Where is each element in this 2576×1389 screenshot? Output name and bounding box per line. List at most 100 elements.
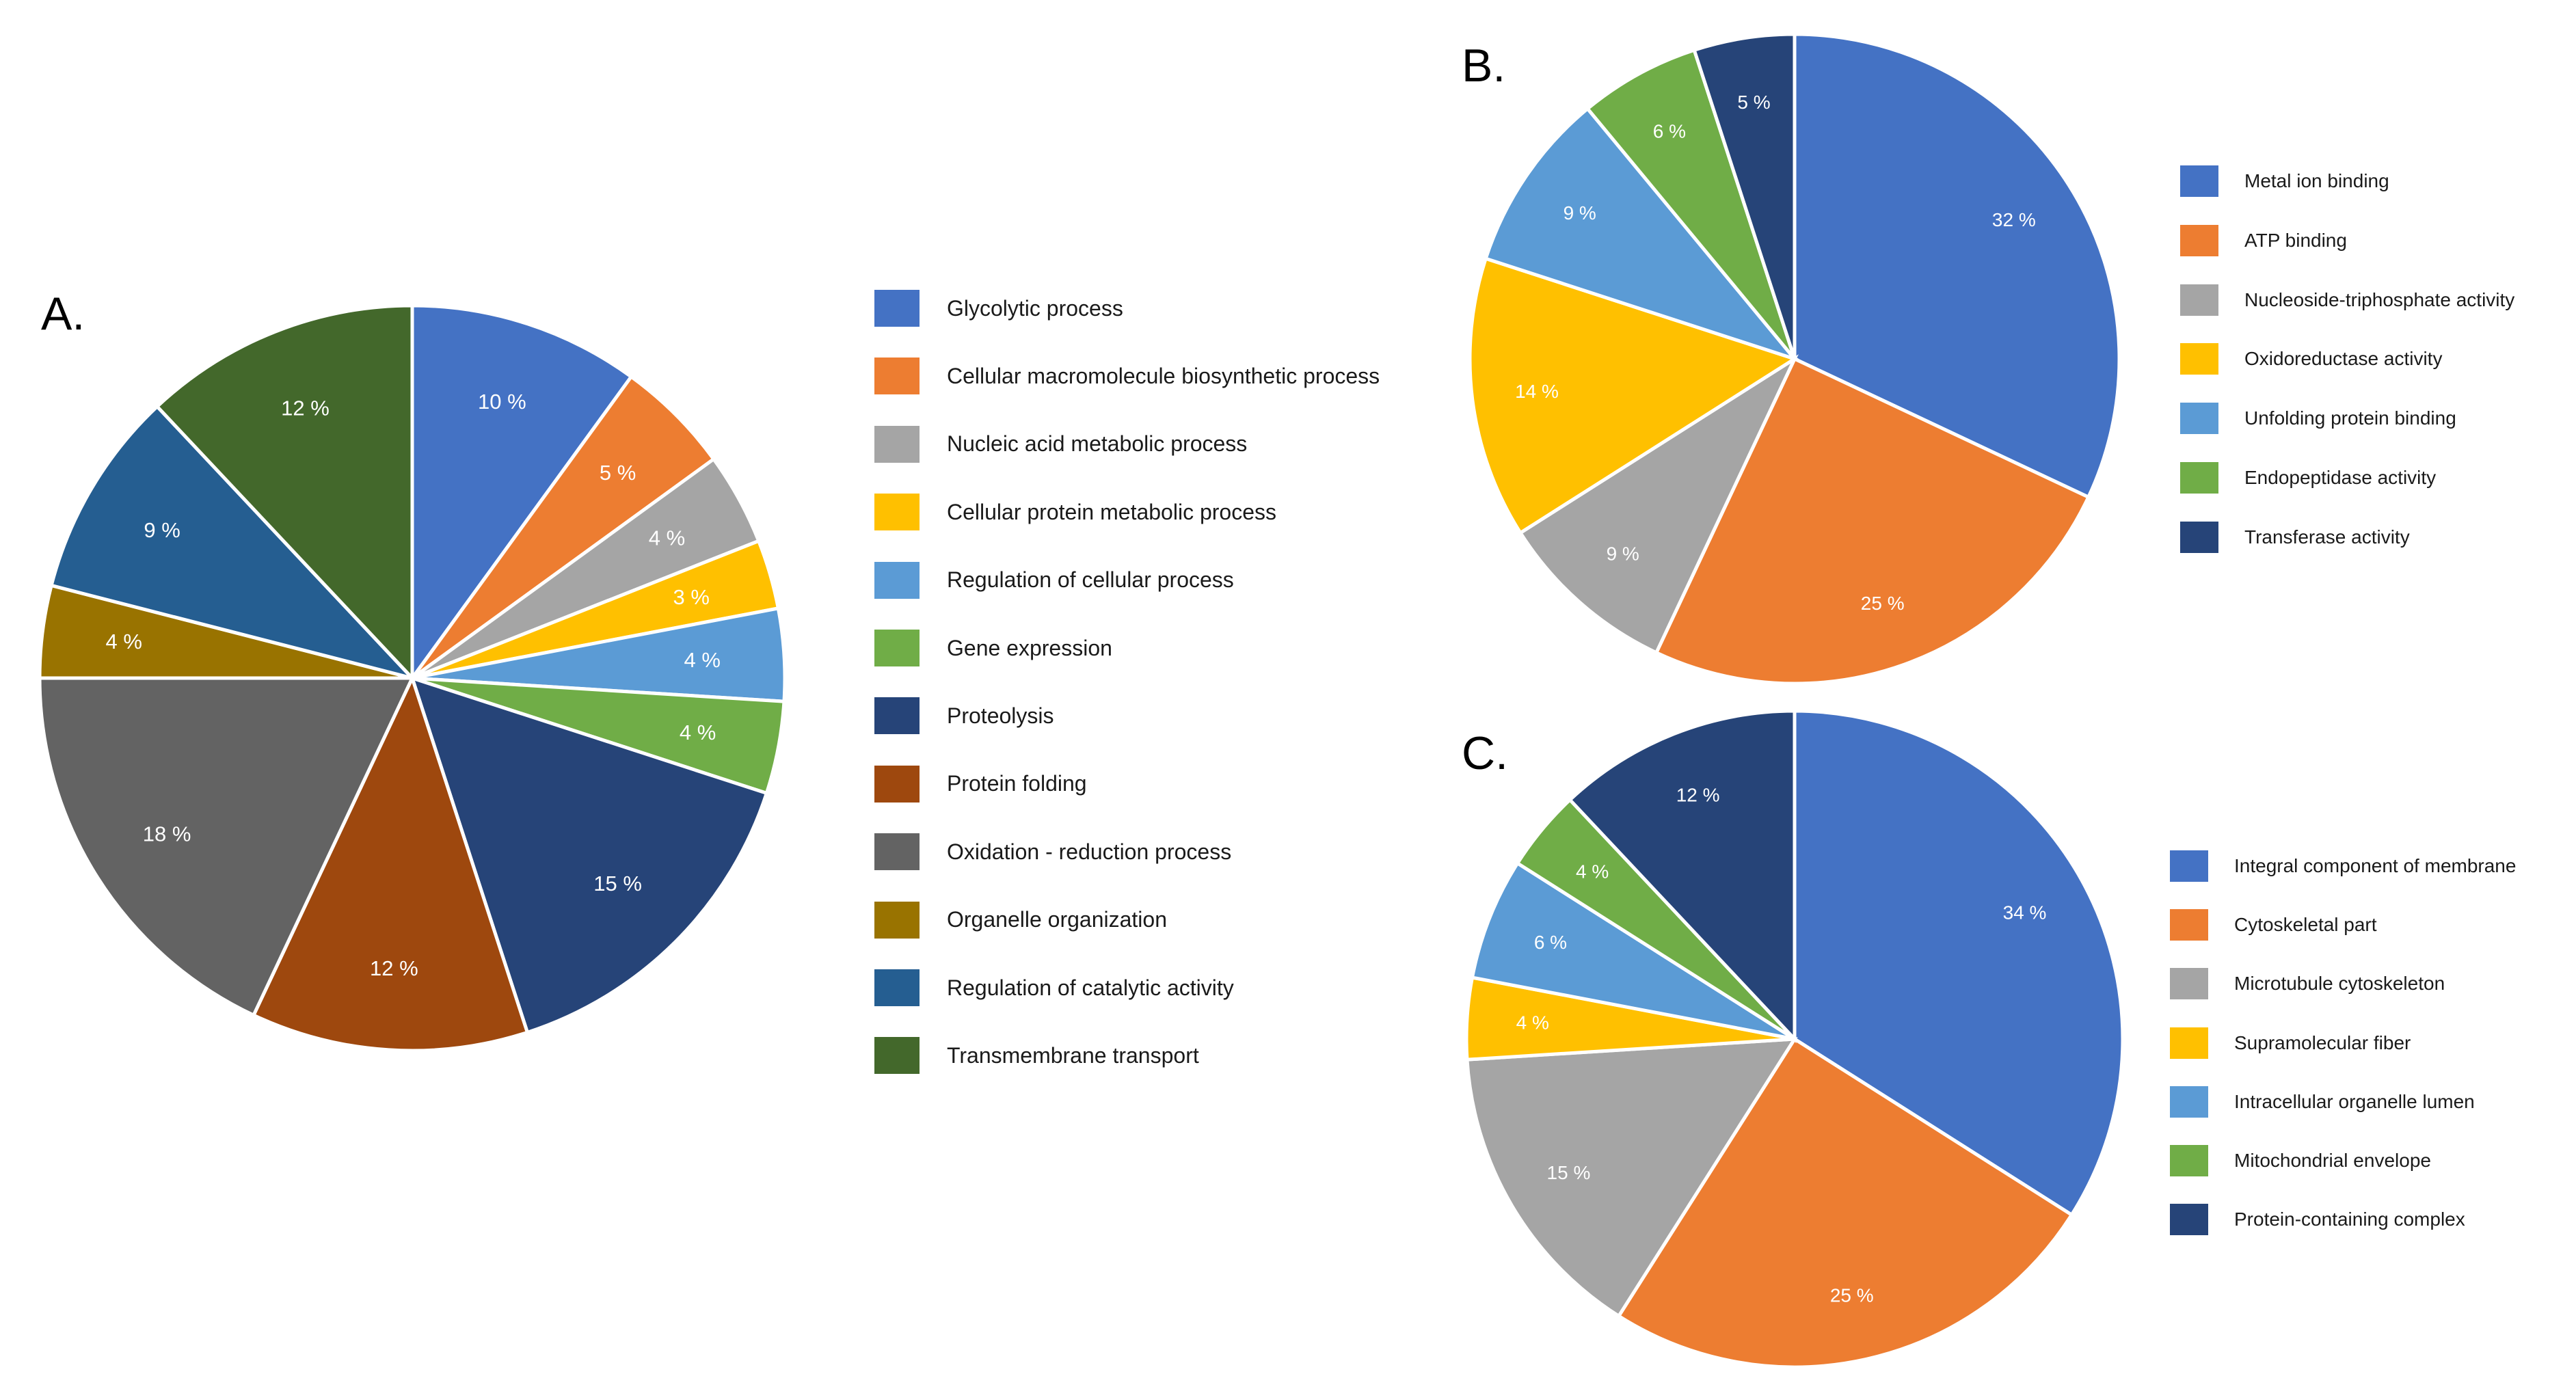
legend-label: Nucleic acid metabolic process [947,431,1248,457]
legend-item-regulation-of-catalytic-activity: Regulation of catalytic activity [874,969,1234,1006]
data-label-organelle-organization: 4 % [106,630,142,653]
panel-label-c: C. [1462,727,1508,779]
legend-swatch [874,494,920,531]
legend-label: Protein folding [947,771,1087,796]
data-label-transferase-activity: 5 % [1737,92,1770,113]
data-label-cytoskeletal-part: 25 % [1830,1284,1874,1306]
pie-slice-cytoskeletal-part [1616,1036,2074,1369]
legend-swatch [874,901,920,939]
legend-item-atp-binding: ATP binding [2180,224,2347,256]
legend-item-regulation-of-cellular-process: Regulation of cellular process [874,561,1234,599]
data-label-oxidoreductase-activity: 14 % [1515,381,1559,402]
pie-slice-microtubule-cytoskeleton [1465,1037,1798,1319]
legend-swatch [2170,968,2208,1000]
pie-slice-protein-folding [251,673,530,1053]
data-label-supramolecular-fiber: 4 % [1516,1012,1549,1033]
pie-slice-oxidoreductase-activity [1468,256,1799,535]
data-label-oxidation-reduction-process: 18 % [143,822,191,846]
legend-item-integral-component-of-membrane: Integral component of membrane [2170,850,2516,882]
legend-swatch [2180,521,2218,553]
data-label-nucleoside-triphosphate-activity: 9 % [1607,543,1639,565]
legend-item-nucleoside-triphosphate-activity: Nucleoside-triphosphate activity [2180,284,2514,316]
legend-item-proteolysis: Proteolysis [874,697,1054,735]
legend-item-cytoskeletal-part: Cytoskeletal part [2170,909,2377,941]
legend-label: Metal ion binding [2244,170,2389,191]
data-label-endopeptidase-activity: 6 % [1653,121,1686,142]
legend-label: Mitochondrial envelope [2234,1150,2431,1171]
pie-slice-endopeptidase-activity [1585,48,1797,360]
legend-item-endopeptidase-activity: Endopeptidase activity [2180,462,2436,494]
data-label-protein-containing-complex: 12 % [1676,784,1720,805]
pie-slice-regulation-of-catalytic-activity [49,404,418,682]
legend-swatch [2170,1204,2208,1236]
pie-slice-integral-component-of-membrane [1793,709,2125,1217]
legend-swatch [2180,343,2218,375]
legend-label: Transferase activity [2244,526,2410,548]
pie-slice-nucleoside-triphosphate-activity [1518,354,1799,656]
data-label-regulation-of-catalytic-activity: 9 % [144,518,180,542]
legend-swatch [2170,850,2208,882]
legend-item-oxidation-reduction-process: Oxidation - reduction process [874,833,1231,871]
legend-item-oxidoreductase-activity: Oxidoreductase activity [2180,343,2442,375]
data-label-metal-ion-binding: 32 % [1992,209,2036,230]
legend-label: Endopeptidase activity [2244,467,2437,488]
legend-item-microtubule-cytoskeleton: Microtubule cytoskeleton [2170,968,2445,1000]
pie-slice-cellular-macromolecule-biosynthetic-process [410,374,716,680]
legend-item-nucleic-acid-metabolic-process: Nucleic acid metabolic process [874,425,1248,463]
legend-item-glycolytic-process: Glycolytic process [874,290,1123,327]
legend-item-transmembrane-transport: Transmembrane transport [874,1037,1199,1075]
legend-item-intracellular-organelle-lumen: Intracellular organelle lumen [2170,1085,2475,1118]
legend-item-cellular-protein-metabolic-process: Cellular protein metabolic process [874,494,1276,531]
legend-item-unfolding-protein-binding: Unfolding protein binding [2180,403,2456,435]
data-label-integral-component-of-membrane: 34 % [2003,902,2047,923]
legend-label: Protein-containing complex [2234,1209,2465,1230]
legend-swatch [874,969,920,1006]
legend-item-supramolecular-fiber: Supramolecular fiber [2170,1027,2411,1059]
pie-slice-atp-binding [1654,356,2091,686]
legend-swatch [874,765,920,803]
legend-label: Unfolding protein binding [2244,407,2456,429]
legend-item-organelle-organization: Organelle organization [874,901,1167,939]
legend-swatch [874,833,920,871]
pie-chart-c: 34 %25 %15 %4 %6 %4 %12 % [1464,709,2125,1369]
legend-label: Microtubule cytoskeleton [2234,973,2445,995]
legend-label: ATP binding [2244,229,2347,251]
legend-label: Supramolecular fiber [2234,1031,2411,1053]
legend-label: Cytoskeletal part [2234,914,2377,936]
pie-chart-a: 10 %5 %4 %3 %4 %4 %15 %12 %18 %4 %9 %12 … [38,304,787,1053]
legend-swatch [874,358,920,395]
legend-swatch [2180,224,2218,256]
legend-swatch [874,1037,920,1075]
pie-slice-unfolding-protein-binding [1484,106,1800,363]
legend-label: Transmembrane transport [947,1042,1199,1068]
data-label-nucleic-acid-metabolic-process: 4 % [649,526,685,550]
data-label-regulation-of-cellular-process: 4 % [684,648,721,672]
legend-label: Oxidoreductase activity [2244,348,2443,370]
legend-label: Regulation of cellular process [947,567,1234,593]
legend-label: Gene expression [947,635,1112,660]
pie-slice-metal-ion-binding [1793,32,2121,500]
legend-label: Intracellular organelle lumen [2234,1090,2475,1112]
pie-chart-b: 32 %25 %9 %14 %9 %6 %5 % [1468,32,2121,686]
data-label-microtubule-cytoskeleton: 15 % [1547,1162,1591,1183]
data-label-gene-expression: 4 % [680,720,716,744]
legend-item-transferase-activity: Transferase activity [2180,521,2410,553]
legend-item-mitochondrial-envelope: Mitochondrial envelope [2170,1145,2431,1176]
legend-swatch [2170,1027,2208,1059]
data-label-intracellular-organelle-lumen: 6 % [1534,932,1567,953]
data-label-atp-binding: 25 % [1861,593,1905,614]
legend-label: Glycolytic process [947,295,1123,321]
legend-swatch [874,290,920,327]
data-label-proteolysis: 15 % [593,872,642,895]
legend-item-metal-ion-binding: Metal ion binding [2180,165,2389,197]
legend-item-gene-expression: Gene expression [874,630,1112,666]
panel-label-a: A. [41,288,85,340]
pie-slice-protein-containing-complex [1567,709,1797,1044]
pie-slice-proteolysis [410,675,769,1035]
legend-swatch [2180,462,2218,494]
legend-label: Nucleoside-triphosphate activity [2244,288,2515,310]
panel-label-b: B. [1462,40,1506,92]
legend-swatch [2170,1085,2208,1118]
data-label-cellular-macromolecule-biosynthetic-process: 5 % [600,461,636,485]
data-label-glycolytic-process: 10 % [478,390,526,414]
